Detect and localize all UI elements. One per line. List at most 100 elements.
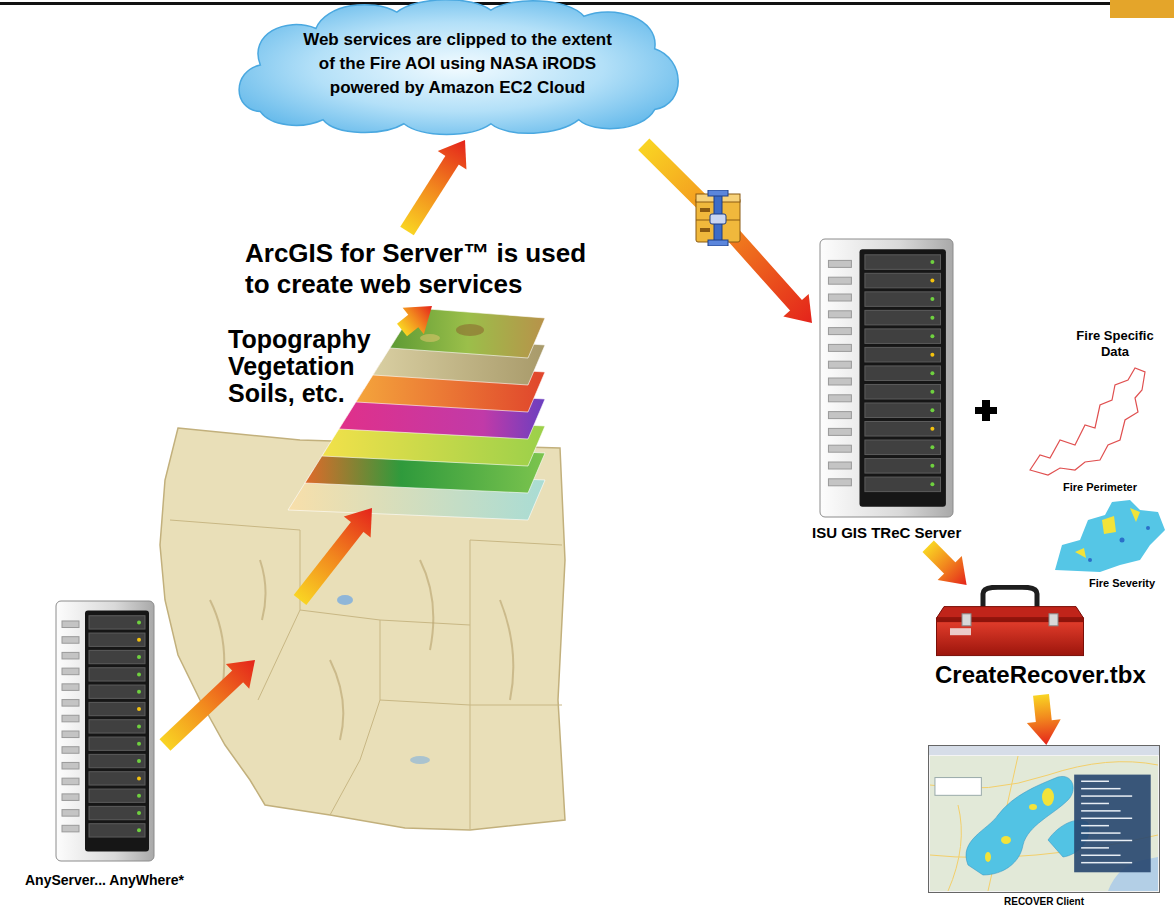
arrow-head [438,140,467,169]
drawing-part [89,737,145,750]
drawing-part [137,759,141,763]
drawing-part [89,824,145,837]
drawing-part [62,810,79,817]
cloud-node: Web services are clipped to the extent o… [230,0,685,140]
arrow-shaft [928,546,951,569]
drawing-part [210,560,513,740]
drawing-part [865,255,941,492]
drawing-part [1049,614,1058,626]
drawing-part [865,384,941,399]
drawing-part [470,540,562,625]
drawing-part [931,482,935,486]
drawing-part [1081,788,1120,790]
drawing-part [1081,781,1132,864]
drawing-part [137,742,141,746]
drawing-part [829,260,852,267]
drawing-part [931,390,935,394]
drawing-part [62,668,79,675]
drawing-part [865,477,941,492]
flow-arrow [402,306,432,334]
drawing-part [1130,508,1140,522]
drawing-part [829,260,852,485]
drawing-part [1081,810,1120,812]
drawing-part [137,638,141,642]
drawing-part [170,520,300,700]
drawing-part [829,378,852,385]
drawing-part [1088,558,1092,562]
drawing-part [1081,795,1132,797]
drawing-part [1081,832,1120,834]
drawing-part [1081,803,1109,805]
drawing-part [931,279,935,283]
drawing-part [62,778,79,785]
drawing-part [456,324,484,336]
drawing-part [300,610,380,815]
drawing-part [865,292,941,307]
drawing-part [1081,818,1132,820]
drawing-part [829,428,852,435]
drawing-part [137,655,141,659]
drawing-part [420,334,440,342]
server-icon [819,238,954,518]
drawing-part [930,756,1158,891]
drawing-part [865,329,941,344]
drawing-part [62,684,79,691]
drawing-part [865,477,941,492]
drawing-part [62,731,79,738]
drawing-part [865,310,941,325]
drawing-part [137,690,141,694]
drawing-part [931,334,935,338]
drawing-part [865,273,941,288]
drawing-part [931,260,935,264]
drawing-part [865,422,941,437]
drawing-part [962,614,971,626]
drawing-part [829,294,852,301]
drawing-part [931,371,935,375]
arrow-head [403,306,432,334]
node-text: ISU GIS TReC Server [812,524,961,542]
zip-archive-icon [690,190,746,246]
drawing-part [89,616,145,629]
fire-severity-map [1055,500,1165,572]
plus-sign [975,400,997,421]
drawing-part [865,459,941,474]
drawing-part [410,756,430,764]
arrow-shaft [300,525,358,600]
drawing-part [931,427,935,431]
drawing-part [1081,855,1120,857]
drawing-part [865,347,941,362]
drawing-part [89,668,145,681]
drawing-part [962,614,1058,626]
drawing-part [89,702,145,715]
arrow-shaft [165,675,239,745]
drawing-part [708,190,728,196]
western-us-map [160,428,565,830]
drawing-part [865,310,941,325]
corner-tab [1110,0,1174,18]
flow-arrows [165,140,466,745]
drawing-part [930,756,1158,891]
drawing-part [931,297,935,301]
drawing-part [865,440,941,455]
drawing-part [1081,825,1109,827]
drawing-part [89,737,145,750]
server-icon [55,600,155,862]
drawing-part [829,445,852,452]
drawing-part [865,347,941,362]
drawing-part [865,422,941,437]
drawing-part [829,395,852,402]
flow-arrow [407,140,466,231]
screen-icon [928,745,1160,893]
drawing-part [1001,836,1011,844]
drawing-part [62,621,79,628]
server-node: AnyServer... AnyWhere* [25,600,184,889]
node-text: RECOVER Client [1004,896,1084,908]
drawing-part [137,724,141,728]
arrow-head [344,508,372,537]
drawing-part [865,366,941,381]
drawing-part [931,316,935,320]
drawing-part [137,794,141,798]
drawing-part [865,440,941,455]
drawing-part [865,255,941,270]
